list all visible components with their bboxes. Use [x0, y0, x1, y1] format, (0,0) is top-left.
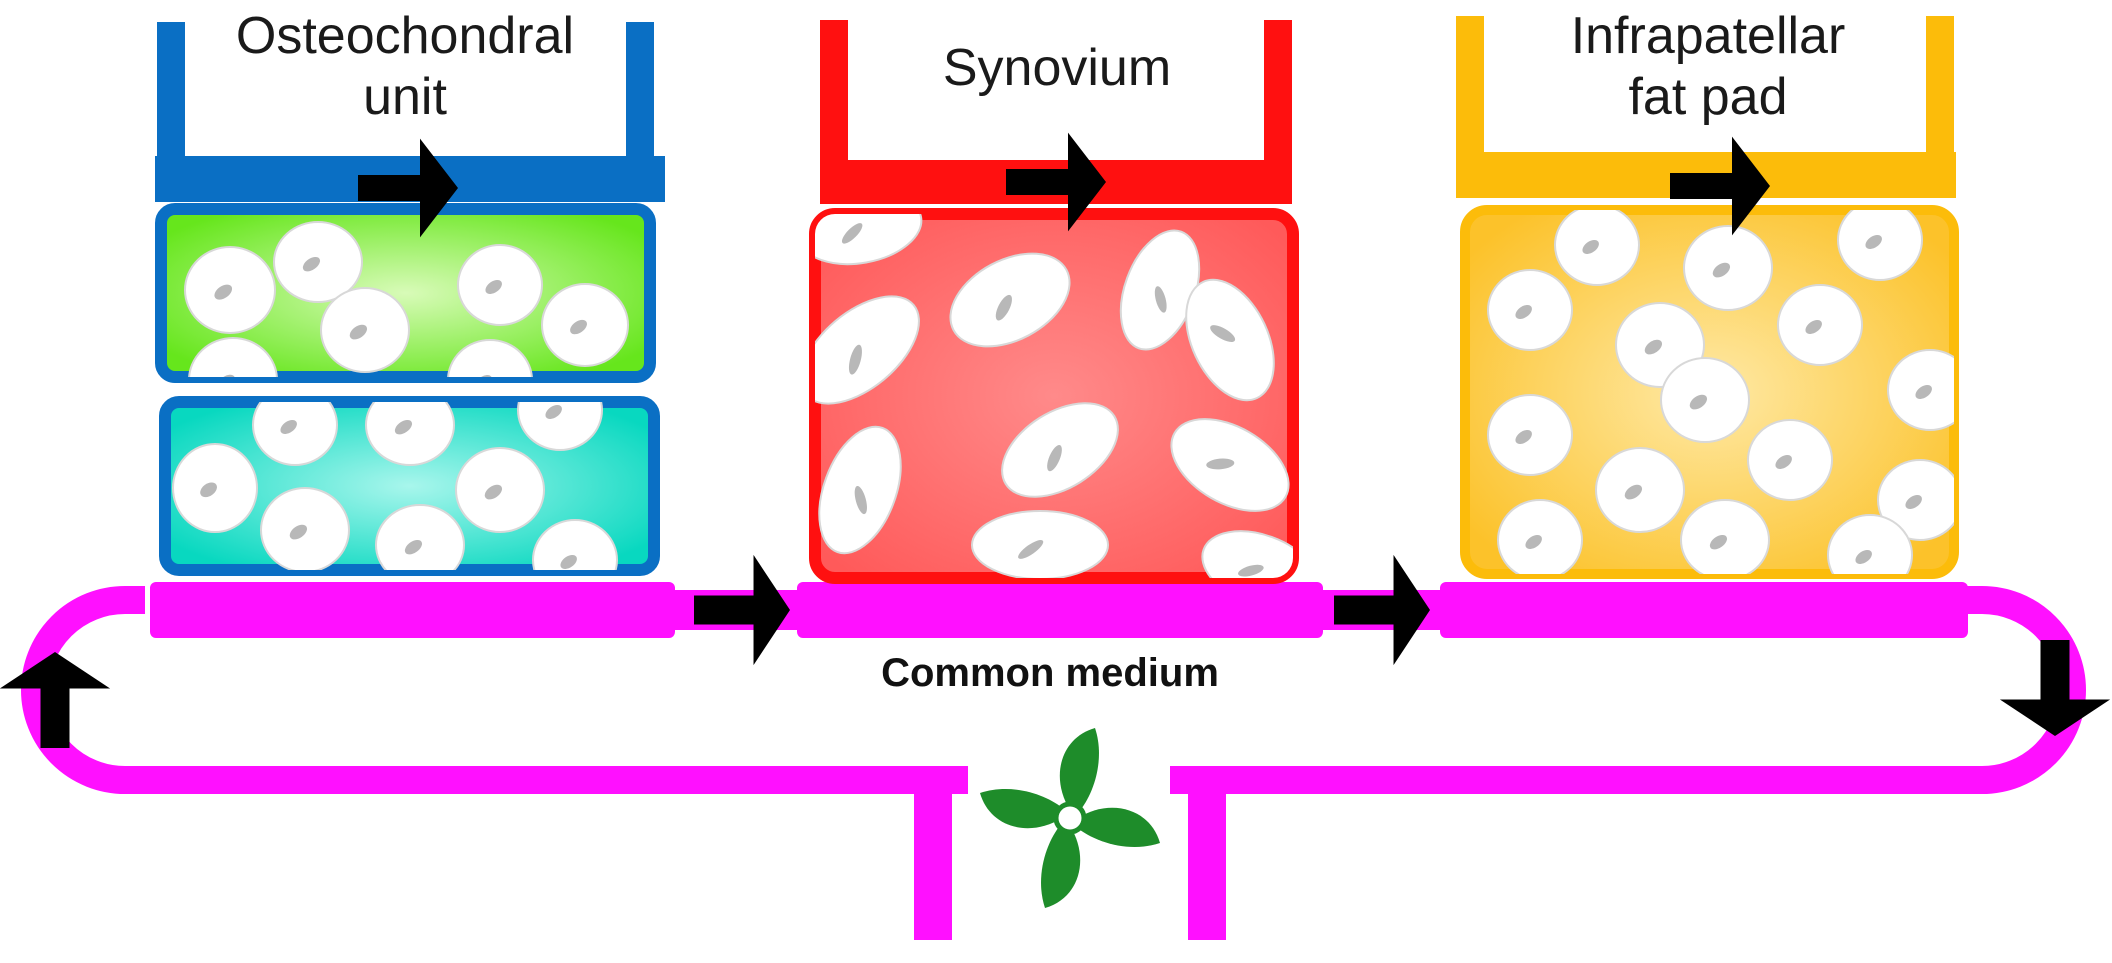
- cell-icon: [1877, 459, 1954, 541]
- cell-icon: [1170, 418, 1290, 512]
- cell-icon: [1185, 278, 1275, 402]
- cell-icon: [1680, 499, 1770, 574]
- osteochondral-title-line-2: unit: [363, 68, 447, 127]
- cell-icon: [1887, 349, 1954, 431]
- flow-arrows: [0, 132, 2111, 748]
- cell-icon: [172, 443, 258, 533]
- infrapatellar-title: Infrapatellar fat pad: [1488, 6, 1928, 129]
- osteochondral-wall: [157, 22, 654, 166]
- channel-infrapatellar: [1440, 582, 1968, 638]
- cell-icon: [1554, 210, 1640, 286]
- cell-icon: [260, 487, 350, 570]
- cell-icon: [1595, 447, 1685, 533]
- cell-icon: [457, 244, 543, 326]
- cell-icon: [541, 283, 629, 367]
- flow-arrow-icon: [1334, 554, 1430, 666]
- cell-icon: [1777, 284, 1863, 366]
- cell-icon: [949, 252, 1071, 348]
- synovium-cells: [815, 214, 1293, 578]
- pump-inlet-tube: [914, 790, 952, 940]
- cell-icon: [188, 337, 278, 377]
- cell-icon: [1001, 402, 1119, 498]
- cell-icon: [818, 425, 902, 555]
- cell-icon: [447, 339, 533, 377]
- cell-icon: [1201, 530, 1293, 578]
- flow-arrow-icon: [694, 554, 790, 666]
- synovium-wall: [820, 20, 1292, 168]
- osteochondral-title: Osteochondral unit: [185, 6, 625, 129]
- medium-circuit: [21, 582, 2086, 940]
- osteochondral-title-line-1: Osteochondral: [235, 7, 575, 65]
- synovium-title: Synovium: [852, 38, 1262, 99]
- cell-icon: [815, 214, 923, 266]
- channel-synovium: [797, 582, 1323, 638]
- common-medium-label: Common medium: [881, 651, 1219, 695]
- fat-pad-cells: [1487, 210, 1954, 574]
- pump-propeller-icon: [980, 728, 1160, 908]
- cell-icon: [1827, 514, 1913, 574]
- cell-icon: [455, 447, 545, 533]
- cell-icon: [1487, 269, 1573, 351]
- cell-icon: [1487, 394, 1573, 476]
- flow-arrow-icon: [1999, 640, 2111, 736]
- cell-icon: [184, 246, 276, 334]
- cell-icon: [1747, 419, 1833, 501]
- flow-arrow-icon: [1006, 132, 1106, 232]
- flow-arrow-icon: [1670, 136, 1770, 236]
- flow-arrow-icon: [0, 652, 111, 748]
- cell-icon: [365, 402, 455, 466]
- circuit-tube: [21, 586, 2086, 794]
- infrapatellar-title-line-2: fat pad: [1628, 68, 1788, 127]
- flow-arrow-icon: [358, 138, 458, 238]
- cell-icon: [320, 287, 410, 373]
- cell-icon: [815, 295, 920, 405]
- cell-icon: [1119, 229, 1201, 351]
- cell-icon: [532, 519, 618, 570]
- infrapatellar-title-line-1: Infrapatellar: [1570, 7, 1846, 65]
- cartilage-cells: [184, 221, 629, 377]
- synovium-title-line-1: Synovium: [942, 39, 1172, 97]
- pump-outlet-tube: [1188, 790, 1226, 940]
- cell-icon: [1683, 225, 1773, 311]
- compartment-synovium: [809, 20, 1299, 584]
- cell-icon: [375, 504, 465, 570]
- cell-icon: [517, 402, 603, 451]
- cell-icon: [1497, 499, 1583, 574]
- bone-cells: [172, 402, 618, 570]
- channel-osteochondral: [150, 582, 675, 638]
- cell-icon: [971, 510, 1109, 578]
- cell-icon: [273, 221, 363, 303]
- cell-icon: [1837, 210, 1923, 281]
- cell-icon: [252, 402, 338, 466]
- cell-icon: [1660, 357, 1750, 443]
- infrapatellar-wall: [1456, 16, 1954, 160]
